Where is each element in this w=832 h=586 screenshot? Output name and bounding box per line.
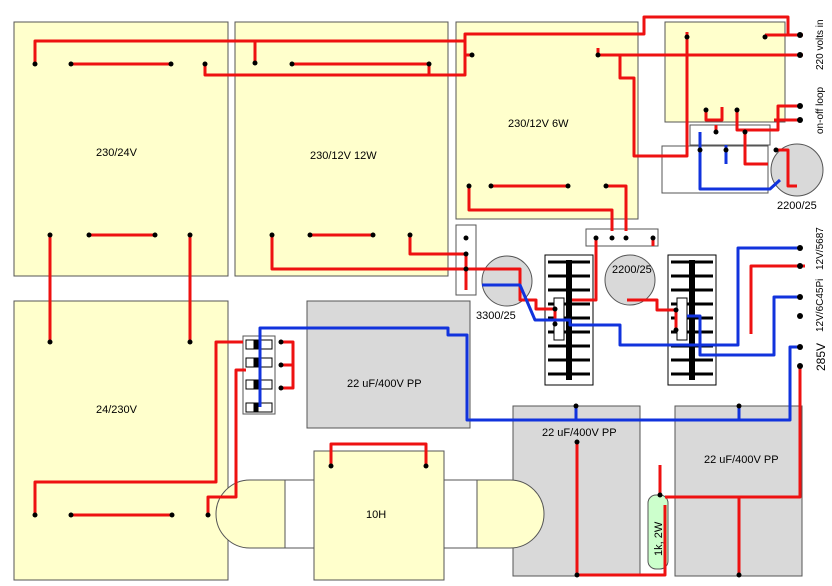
capacitor-pp-1-label: 22 uF/400V PP xyxy=(347,378,422,390)
transformer-230-24-label: 230/24V xyxy=(96,147,138,159)
terminal-on-off-loop-label: on-off loop xyxy=(815,86,826,134)
terminal-heater-1-label: 12V/5687 xyxy=(815,227,826,270)
resistor-1k-2w-label: 1k, 2W xyxy=(653,521,665,556)
elco-3300-25-label: 3300/25 xyxy=(476,310,516,322)
terminal-heater-2-label: 12V/6C45Pi xyxy=(815,279,826,332)
transformer-230-24: 230/24V xyxy=(13,21,229,277)
transformer-230-12-12w-label: 230/12V 12W xyxy=(310,150,377,162)
capacitor-pp-3-label: 22 uF/400V PP xyxy=(704,454,779,466)
capacitor-pp-1: 22 uF/400V PP xyxy=(306,300,471,429)
capacitor-pp-2-label: 22 uF/400V PP xyxy=(542,427,617,439)
terminal-mains-in-label: 220 volts in xyxy=(815,19,826,70)
transformer-24-230: 24/230V xyxy=(13,300,229,581)
transformer-230-12-12w: 230/12V 12W xyxy=(234,21,449,277)
elco-2200-25-mid-label: 2200/25 xyxy=(612,264,652,276)
elco-2200-25-mid: 2200/25 xyxy=(604,254,656,306)
terminal-hv-out-label: 285V xyxy=(814,343,828,371)
choke-10h-label: 10H xyxy=(366,509,386,521)
heatsink-right xyxy=(667,254,717,386)
elco-2200-25-right-label: 2200/25 xyxy=(777,200,817,212)
transformer-24-230-label: 24/230V xyxy=(96,404,138,416)
choke-10h: 10H xyxy=(215,450,545,581)
elco-2200-25-right: 2200/25 xyxy=(770,143,824,212)
elco-3300-25: 3300/25 xyxy=(476,255,533,322)
transformer-230-12-6w: 230/12V 6W xyxy=(455,21,639,220)
terminal-dots xyxy=(32,32,803,578)
transformer-230-12-6w-label: 230/12V 6W xyxy=(508,118,569,130)
